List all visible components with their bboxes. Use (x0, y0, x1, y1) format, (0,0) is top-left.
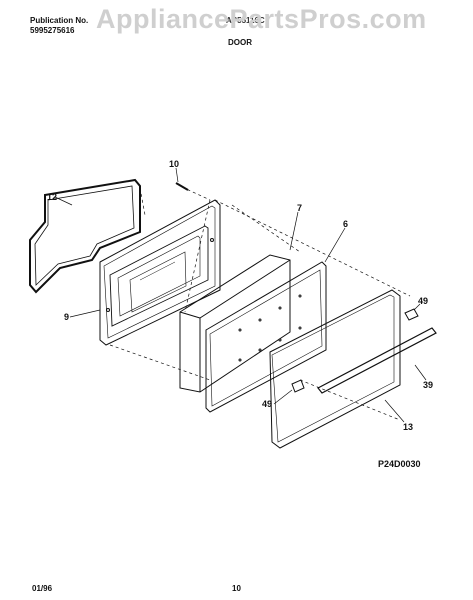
handle-end-cap-right (404, 308, 419, 321)
footer-page-number: 10 (232, 584, 241, 593)
callout-49-right: 49 (418, 296, 428, 306)
model-number: AP55116C (226, 16, 265, 25)
watermark: AppliancePartsPros.com (96, 4, 427, 34)
door-handle (317, 327, 437, 394)
footer-date: 01/96 (32, 584, 53, 593)
publication-label: Publication No. (30, 16, 89, 25)
handle-end-cap-left (291, 379, 305, 393)
callout-9: 9 (64, 312, 69, 322)
door-gasket (29, 178, 141, 294)
callout-6: 6 (343, 219, 348, 229)
publication-number: 5995275616 (30, 26, 75, 35)
guide-lines (109, 186, 411, 421)
callout-13: 13 (403, 422, 413, 432)
callout-39: 39 (423, 380, 433, 390)
callout-7: 7 (297, 203, 302, 213)
outer-door-panel (269, 289, 401, 449)
diagram-code: P24D0030 (378, 459, 421, 469)
screw (175, 182, 189, 191)
callout-10: 10 (169, 159, 179, 169)
door-liner (99, 199, 221, 346)
door-insulation (179, 254, 291, 393)
callout-49-left: 49 (262, 399, 272, 409)
callout-12: 12 (47, 192, 57, 202)
door-inner-panel (205, 261, 327, 413)
leader-lines (54, 167, 427, 423)
section-title: DOOR (228, 38, 252, 47)
